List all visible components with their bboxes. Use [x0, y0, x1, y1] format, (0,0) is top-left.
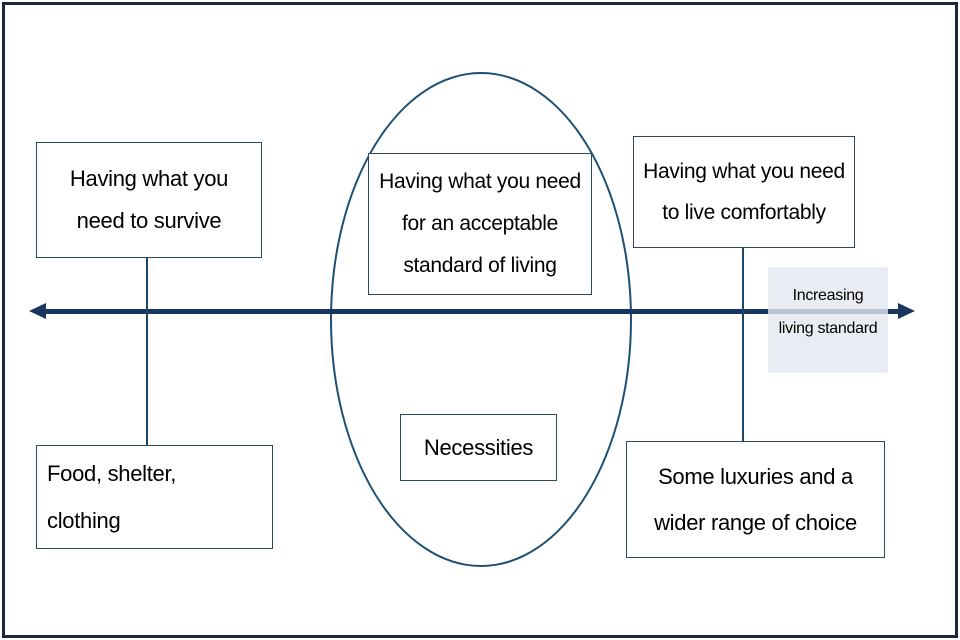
arrowhead-left-icon [29, 303, 46, 319]
connector-comfortably-to-luxuries [742, 245, 744, 441]
axis-label-box: Increasing living standard [768, 267, 888, 373]
box-some-luxuries: Some luxuries and a wider range of choic… [626, 441, 885, 558]
necessities-ellipse [330, 72, 632, 567]
box-acceptable-standard-of-living: Having what you need for an acceptable s… [368, 153, 592, 295]
box-live-comfortably: Having what you need to live comfortably [633, 136, 855, 248]
living-standard-axis-line [40, 309, 906, 314]
box-necessities: Necessities [400, 414, 557, 481]
axis-label-text: Increasing living standard [778, 287, 878, 337]
connector-survive-to-food [146, 255, 148, 445]
box-having-what-you-need-to-survive: Having what you need to survive [36, 142, 262, 258]
arrowhead-right-icon [898, 303, 915, 319]
box-food-shelter-clothing: Food, shelter, clothing [36, 445, 273, 549]
